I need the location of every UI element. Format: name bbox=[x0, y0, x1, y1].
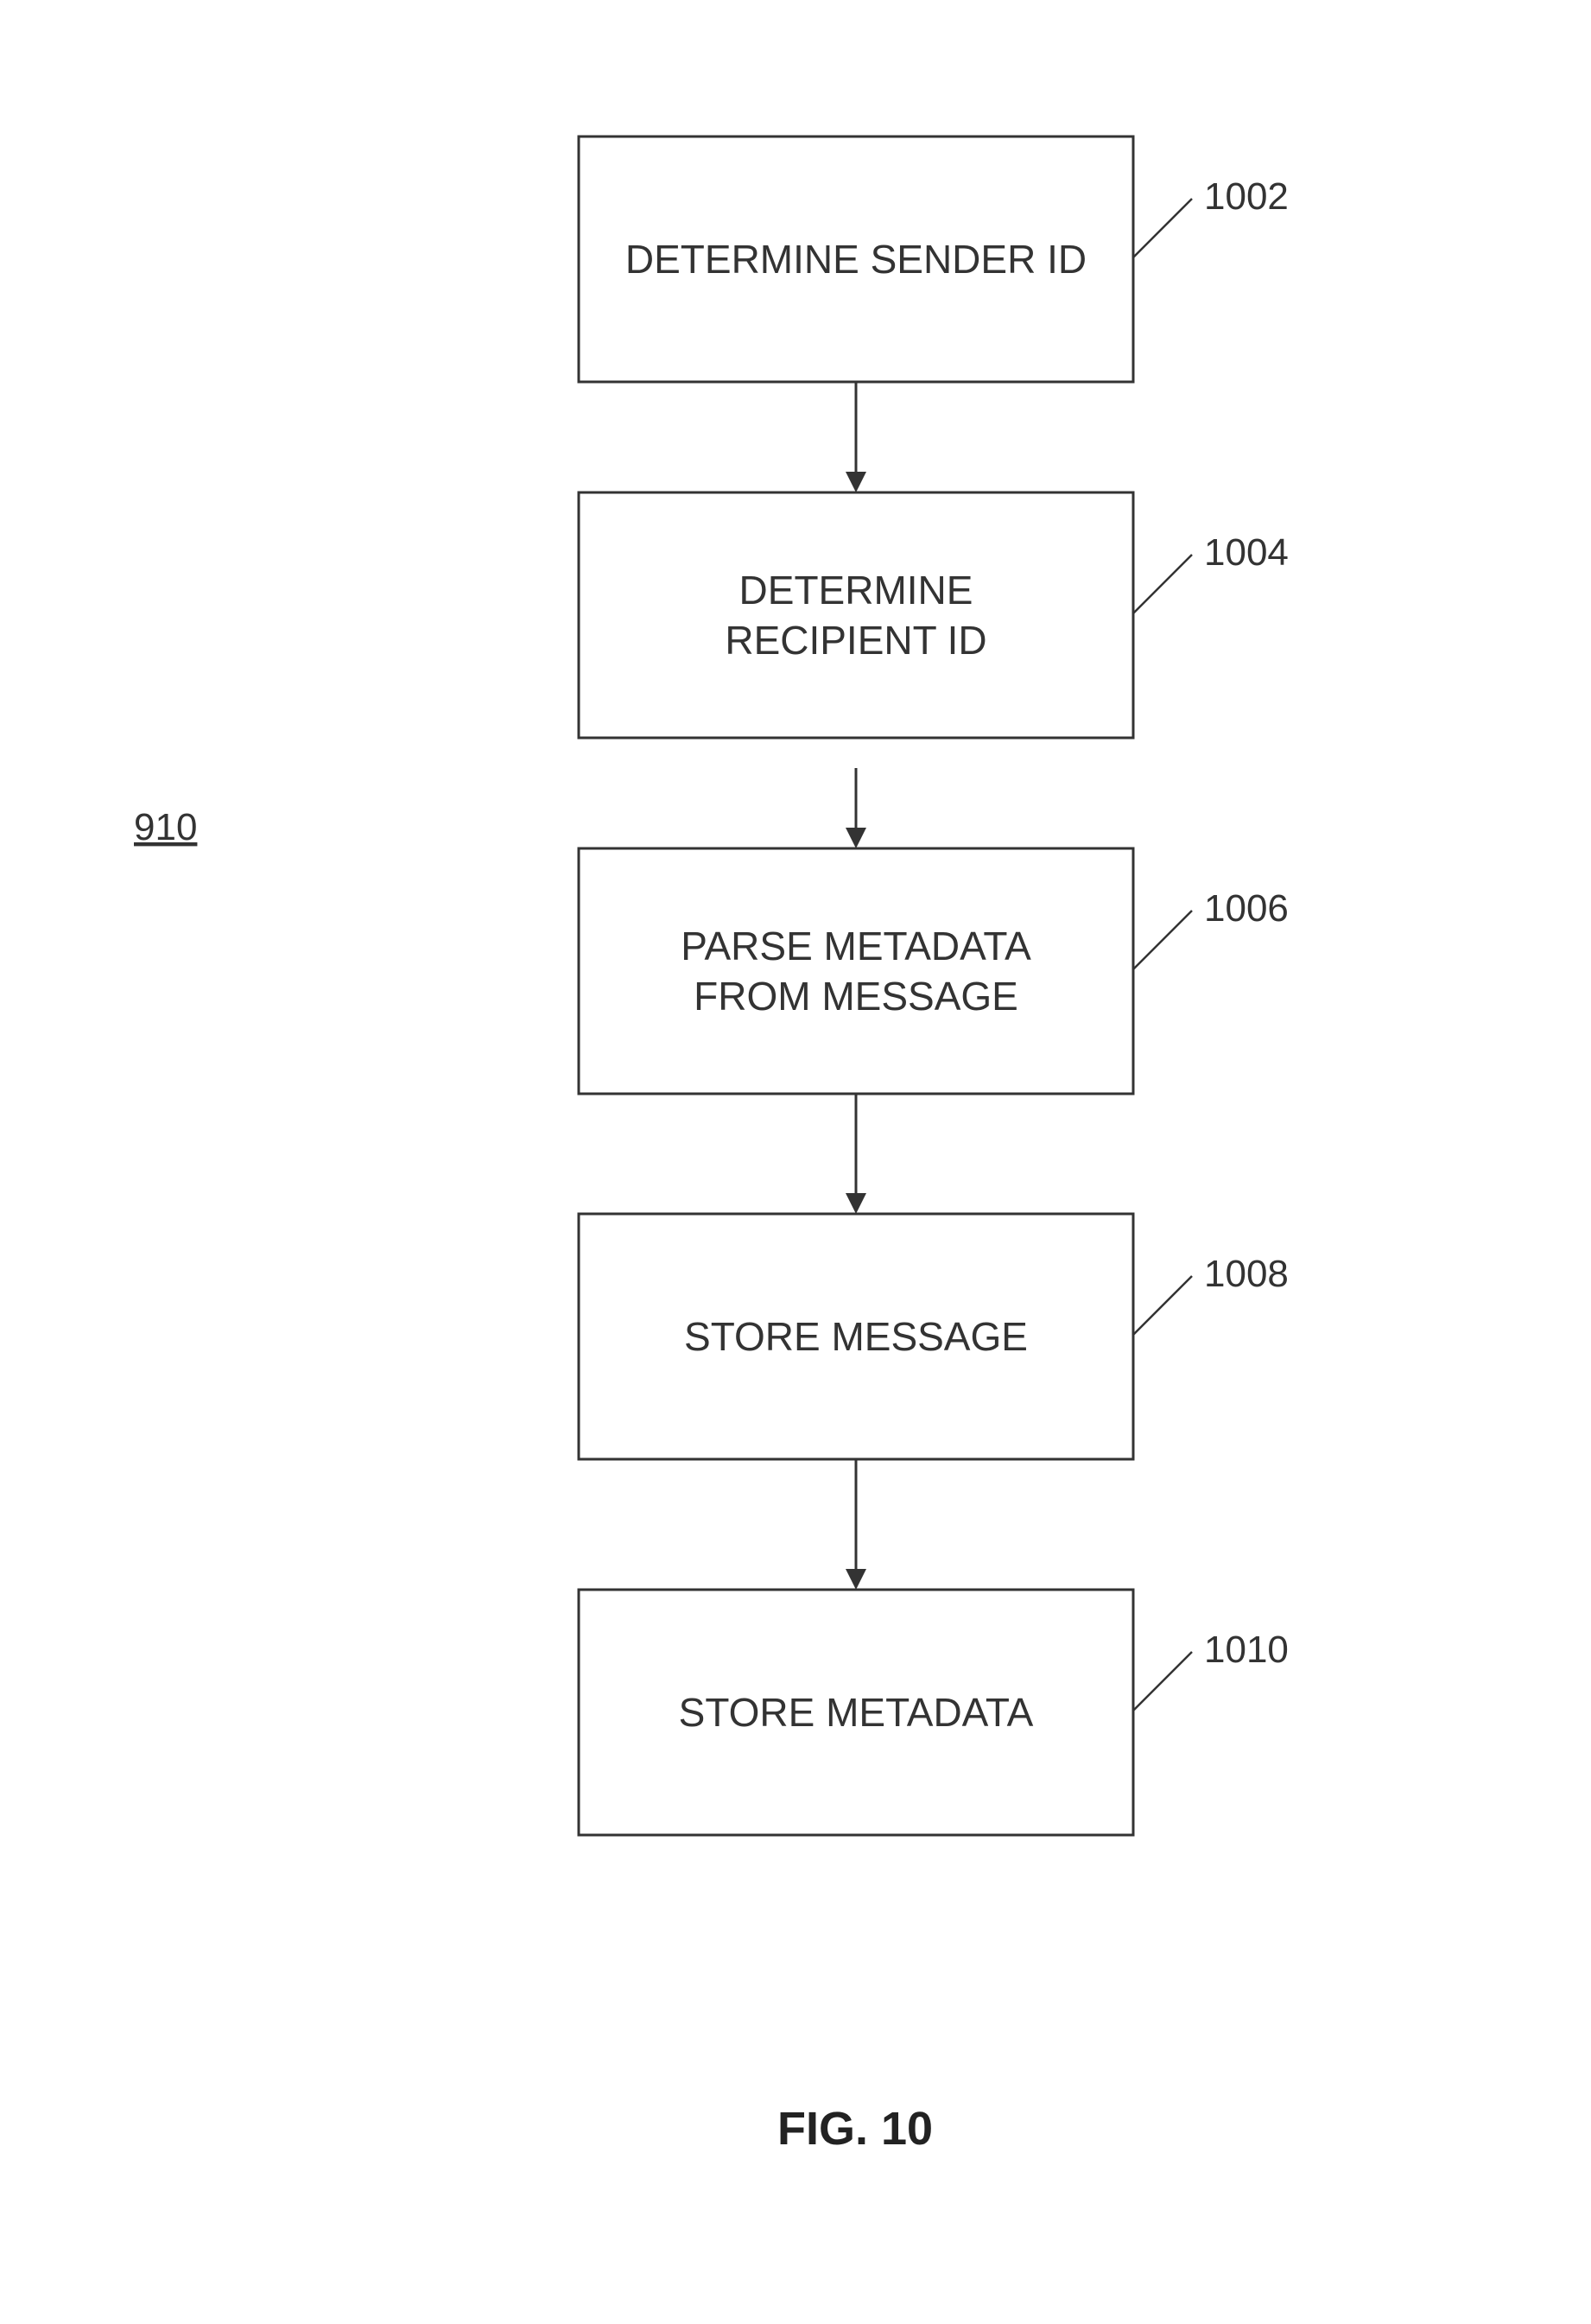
step-reference-number: 1002 bbox=[1204, 175, 1289, 218]
flow-arrow bbox=[846, 382, 866, 492]
flow-step-text: FROM MESSAGE bbox=[694, 974, 1018, 1019]
flow-step-box bbox=[579, 848, 1133, 1094]
step-reference-number: 1006 bbox=[1204, 887, 1289, 930]
reference-leader-line bbox=[1133, 911, 1192, 969]
flow-step: DETERMINE SENDER ID 1002 bbox=[579, 137, 1289, 382]
flow-arrow bbox=[846, 1094, 866, 1214]
flow-step-box bbox=[579, 492, 1133, 738]
flow-step-text: RECIPIENT ID bbox=[725, 618, 986, 663]
reference-leader-line bbox=[1133, 1276, 1192, 1335]
flow-step-text: STORE MESSAGE bbox=[684, 1314, 1028, 1359]
flow-step-text: DETERMINE bbox=[739, 568, 973, 613]
reference-leader-line bbox=[1133, 199, 1192, 257]
flow-steps: DETERMINE SENDER ID 1002DETERMINE RECIPIEN… bbox=[579, 137, 1289, 1835]
figure-caption: FIG. 10 bbox=[777, 2103, 933, 2155]
flow-step-text: PARSE METADATA bbox=[681, 924, 1031, 968]
step-reference-number: 1008 bbox=[1204, 1253, 1289, 1295]
flow-step: STORE METADATA 1010 bbox=[579, 1590, 1289, 1835]
flow-arrow bbox=[846, 1459, 866, 1590]
flow-step-text: STORE METADATA bbox=[679, 1690, 1034, 1735]
flow-step: STORE MESSAGE 1008 bbox=[579, 1214, 1289, 1459]
flow-arrow bbox=[846, 768, 866, 848]
reference-leader-line bbox=[1133, 555, 1192, 613]
flow-step: DETERMINE RECIPIENT ID 1004 bbox=[579, 492, 1289, 738]
diagram-reference-label: 910 bbox=[134, 806, 197, 848]
step-reference-number: 1010 bbox=[1204, 1629, 1289, 1671]
flow-step-text: DETERMINE SENDER ID bbox=[625, 237, 1087, 282]
reference-leader-line bbox=[1133, 1652, 1192, 1711]
step-reference-number: 1004 bbox=[1204, 531, 1289, 574]
flow-step: PARSE METADATA FROM MESSAGE 1006 bbox=[579, 848, 1289, 1094]
